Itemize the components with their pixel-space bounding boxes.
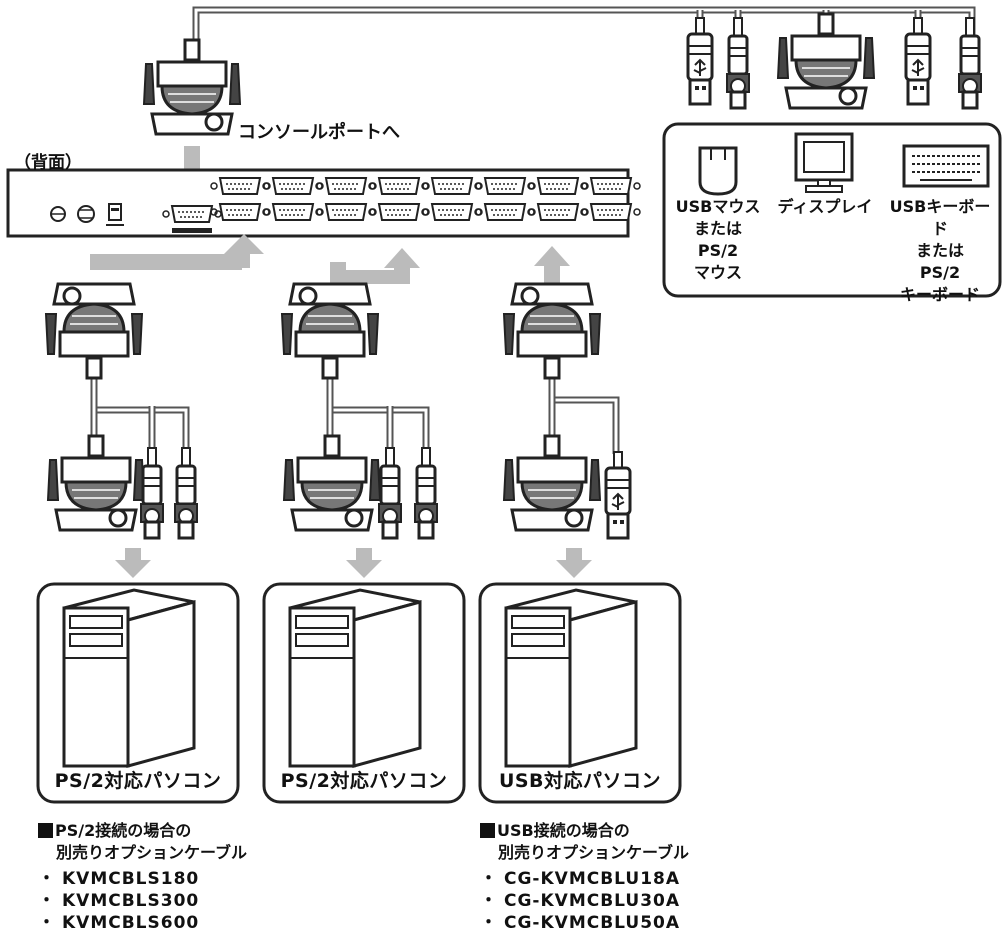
pc3-cable bbox=[502, 282, 632, 540]
bullet-square-icon bbox=[480, 823, 495, 838]
kvm-rear-panel bbox=[6, 168, 630, 238]
ground-terminal-icon bbox=[77, 205, 95, 223]
console-ps2-mouse-plug bbox=[725, 16, 751, 110]
console-vga-connector bbox=[142, 38, 242, 136]
pc1-cable bbox=[44, 282, 199, 540]
pc1-tower-icon bbox=[62, 588, 196, 768]
pc3-caption: USB対応パソコン bbox=[498, 770, 662, 792]
pc1-down-arrow-icon bbox=[115, 548, 151, 578]
keyboard-label: USBキーボード または PS/2 キーボード bbox=[889, 197, 991, 304]
power-socket-icon bbox=[50, 206, 66, 222]
pc3-down-arrow-icon bbox=[556, 548, 592, 578]
bullet-square-icon bbox=[38, 823, 53, 838]
usb-options-note: USB接続の場合の 別売りオプションケーブル CG-KVMCBLU18A CG-… bbox=[480, 820, 689, 934]
console-usb-mouse-plug bbox=[686, 16, 714, 106]
dc-jack-icon bbox=[106, 203, 124, 226]
pc2-cable bbox=[280, 282, 439, 540]
option-item: CG-KVMCBLU30A bbox=[480, 890, 689, 912]
option-item: CG-KVMCBLU50A bbox=[480, 912, 689, 934]
mouse-icon bbox=[698, 146, 738, 196]
display-label: ディスプレイ bbox=[777, 197, 873, 216]
ps2-options-note: PS/2接続の場合の 別売りオプションケーブル KVMCBLS180 KVMCB… bbox=[38, 820, 247, 934]
option-item: KVMCBLS600 bbox=[38, 912, 247, 934]
pc2-tower-icon bbox=[288, 588, 422, 768]
pc1-to-panel-arrow bbox=[90, 234, 264, 270]
pc2-down-arrow-icon bbox=[346, 548, 382, 578]
display-icon bbox=[794, 132, 854, 193]
console-port-marker bbox=[172, 228, 212, 233]
console-ps2-keyboard-plug bbox=[957, 16, 983, 110]
pc2-to-panel-arrow bbox=[330, 248, 420, 284]
console-port-label: コンソールポートへ bbox=[238, 122, 400, 143]
option-item: KVMCBLS300 bbox=[38, 890, 247, 912]
option-item: CG-KVMCBLU18A bbox=[480, 868, 689, 890]
option-item: KVMCBLS180 bbox=[38, 868, 247, 890]
pc3-tower-icon bbox=[504, 588, 638, 768]
mouse-label: USBマウス または PS/2 マウス bbox=[675, 197, 761, 282]
pc2-caption: PS/2対応パソコン bbox=[280, 770, 448, 792]
console-display-connector bbox=[776, 12, 876, 110]
console-usb-keyboard-plug bbox=[904, 16, 932, 106]
rear-panel-label: （背面） bbox=[14, 153, 82, 173]
pc1-caption: PS/2対応パソコン bbox=[54, 770, 222, 792]
keyboard-icon bbox=[902, 144, 990, 188]
